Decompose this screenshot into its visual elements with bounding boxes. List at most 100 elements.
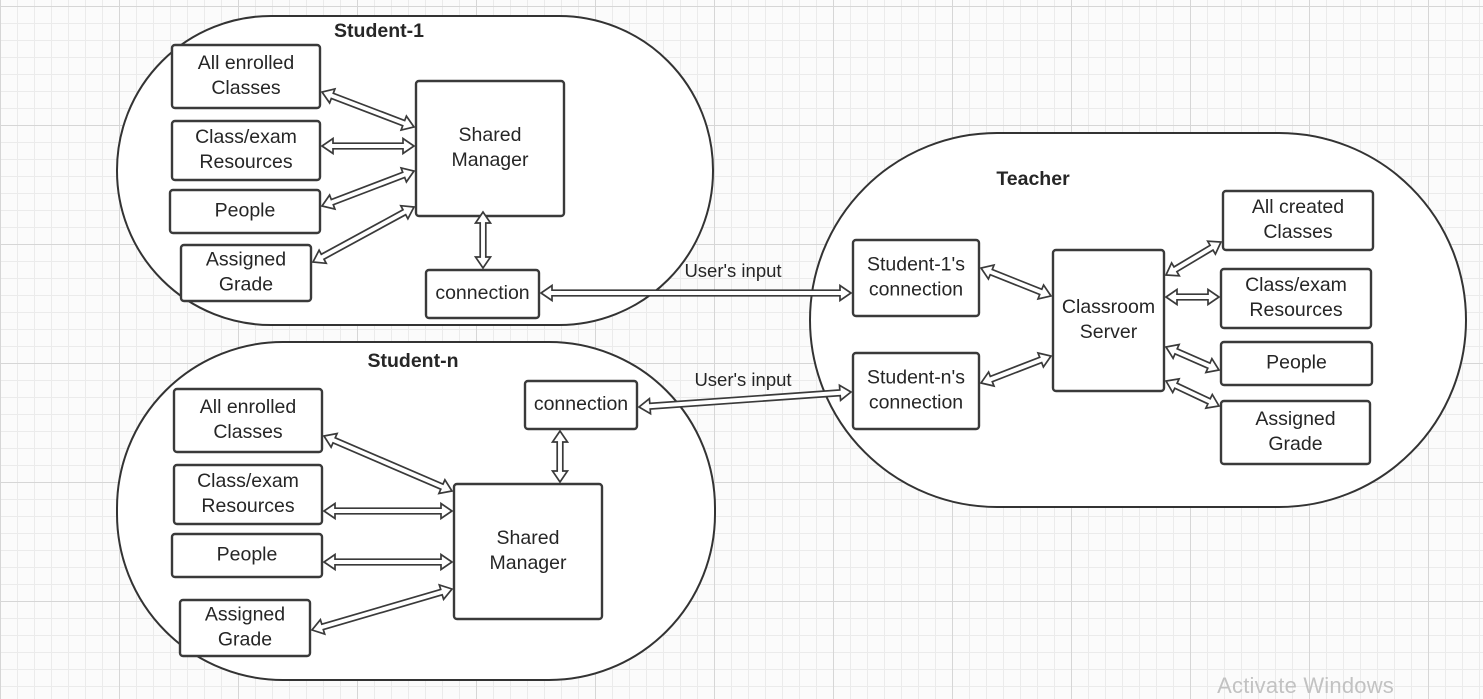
classroom-server-shape[interactable] (1051, 248, 1166, 393)
teacher-student-1-connection-label-line-2: connection (869, 279, 963, 301)
server-classes-arrow[interactable] (1164, 240, 1223, 277)
student-n-assigned-grade-shape[interactable] (178, 598, 312, 658)
teacher-student-n-connection-box[interactable]: Student-n's connection (851, 351, 981, 431)
student-1-classes-manager-arrow[interactable] (320, 87, 416, 132)
student-n-people-label-line-1: People (217, 544, 278, 566)
classroom-server-label-line-2: Server (1080, 321, 1138, 343)
student-n-classes-manager-arrow[interactable] (322, 432, 454, 495)
teacher-assigned-grade-label-line-1: Assigned (1255, 408, 1335, 430)
teacher-snconn-server-arrow[interactable] (979, 351, 1053, 388)
student-1-people-manager-arrow[interactable] (320, 166, 416, 211)
server-people-arrow[interactable] (1164, 343, 1221, 374)
teacher-people-box[interactable]: People (1219, 340, 1374, 387)
student-1-shared-manager-shape[interactable] (414, 79, 566, 218)
student-n-to-teacher-link[interactable] (637, 383, 853, 416)
teacher-people-shape[interactable] (1219, 340, 1374, 387)
teacher-student-1-connection-shape[interactable] (851, 238, 981, 318)
teacher-student-n-connection-label-line-1: Student-n's (867, 367, 965, 389)
teacher-student-1-connection-label-line-1: Student-1's (867, 254, 965, 276)
student-n-shared-manager-label-line-1: Shared (497, 527, 560, 549)
student-1-all-enrolled-classes-shape[interactable] (170, 43, 322, 110)
student-n-all-enrolled-classes-shape[interactable] (172, 387, 324, 454)
student-1-all-enrolled-classes-label-line-2: Classes (211, 77, 281, 99)
student-1-assigned-grade-label-line-1: Assigned (206, 249, 286, 271)
student-n-connection-manager-arrow[interactable] (550, 429, 570, 484)
student-1-people-label-line-1: People (215, 200, 276, 222)
classroom-server-label-line-1: Classroom (1062, 296, 1155, 318)
student-1-connection-label-line-1: connection (435, 282, 529, 304)
student-1-grade-manager-arrow[interactable] (311, 204, 416, 265)
server-grade-arrow[interactable] (1164, 377, 1221, 410)
student-n-class-exam-resources-shape[interactable] (172, 463, 324, 526)
teacher-assigned-grade-label-line-2: Grade (1268, 433, 1322, 455)
student-1-shared-manager-label-line-2: Manager (452, 149, 529, 171)
teacher-all-created-classes-label-line-2: Classes (1263, 221, 1333, 243)
student-n-class-exam-resources-label-line-1: Class/exam (197, 470, 299, 492)
teacher-title: Teacher (996, 168, 1070, 190)
teacher-student-n-connection-shape[interactable] (851, 351, 981, 431)
student-1-connection-shape[interactable] (424, 268, 541, 320)
student-1-people-box[interactable]: People (168, 188, 322, 235)
student-n-connection-shape[interactable] (523, 379, 639, 431)
student-n-people-shape[interactable] (170, 532, 324, 579)
teacher-people-label-line-1: People (1266, 352, 1327, 374)
activate-windows-watermark: Activate Windows (1217, 673, 1394, 698)
student-n-grade-manager-arrow[interactable] (310, 583, 454, 636)
student-1-all-enrolled-classes-label-line-1: All enrolled (198, 52, 294, 74)
student-1-assigned-grade-shape[interactable] (179, 243, 313, 303)
student-1-link-label: User's input (684, 260, 781, 281)
student-1-manager-connection-arrow[interactable] (473, 210, 493, 270)
student-n-assigned-grade-label-line-2: Grade (218, 629, 272, 651)
teacher-all-created-classes-label-line-1: All created (1252, 196, 1344, 218)
cross-links: User's input User's input (539, 260, 853, 416)
student-n-assigned-grade-label-line-1: Assigned (205, 604, 285, 626)
student-n-resources-manager-arrow[interactable] (322, 501, 454, 521)
student-1-resources-manager-arrow[interactable] (320, 136, 416, 156)
student-1-class-exam-resources-label-line-1: Class/exam (195, 126, 297, 148)
student-1-to-teacher-link[interactable] (539, 283, 853, 303)
student-n-all-enrolled-classes-label-line-2: Classes (213, 421, 283, 443)
student-n-connection-label-line-1: connection (534, 393, 628, 415)
student-n-people-manager-arrow[interactable] (322, 552, 454, 572)
server-resources-arrow[interactable] (1164, 287, 1221, 307)
teacher-class-exam-resources-label-line-2: Resources (1249, 299, 1342, 321)
student-1-connection-box[interactable]: connection (424, 268, 541, 320)
student-1-title: Student-1 (334, 20, 424, 42)
student-n-shared-manager-label-line-2: Manager (490, 552, 567, 574)
student-n-connection-box[interactable]: connection (523, 379, 639, 431)
teacher-student-1-connection-box[interactable]: Student-1's connection (851, 238, 981, 318)
teacher-assigned-grade-shape[interactable] (1219, 399, 1372, 466)
teacher-s1conn-server-arrow[interactable] (979, 263, 1053, 301)
teacher-student-n-connection-label-line-2: connection (869, 392, 963, 414)
student-n-people-box[interactable]: People (170, 532, 324, 579)
teacher-group: Teacher Student-1's connection Student-n'… (809, 132, 1467, 508)
teacher-all-created-classes-shape[interactable] (1221, 189, 1375, 252)
student-1-shared-manager-label-line-1: Shared (459, 124, 522, 146)
student-n-shared-manager-shape[interactable] (452, 482, 604, 621)
student-n-all-enrolled-classes-label-line-1: All enrolled (200, 396, 296, 418)
student-n-class-exam-resources-label-line-2: Resources (201, 495, 294, 517)
student-n-title: Student-n (368, 350, 459, 372)
student-1-class-exam-resources-label-line-2: Resources (199, 151, 292, 173)
teacher-class-exam-resources-shape[interactable] (1219, 267, 1373, 330)
student-1-people-shape[interactable] (168, 188, 322, 235)
teacher-class-exam-resources-label-line-1: Class/exam (1245, 274, 1347, 296)
student-n-link-label: User's input (694, 369, 791, 390)
student-1-class-exam-resources-shape[interactable] (170, 119, 322, 182)
